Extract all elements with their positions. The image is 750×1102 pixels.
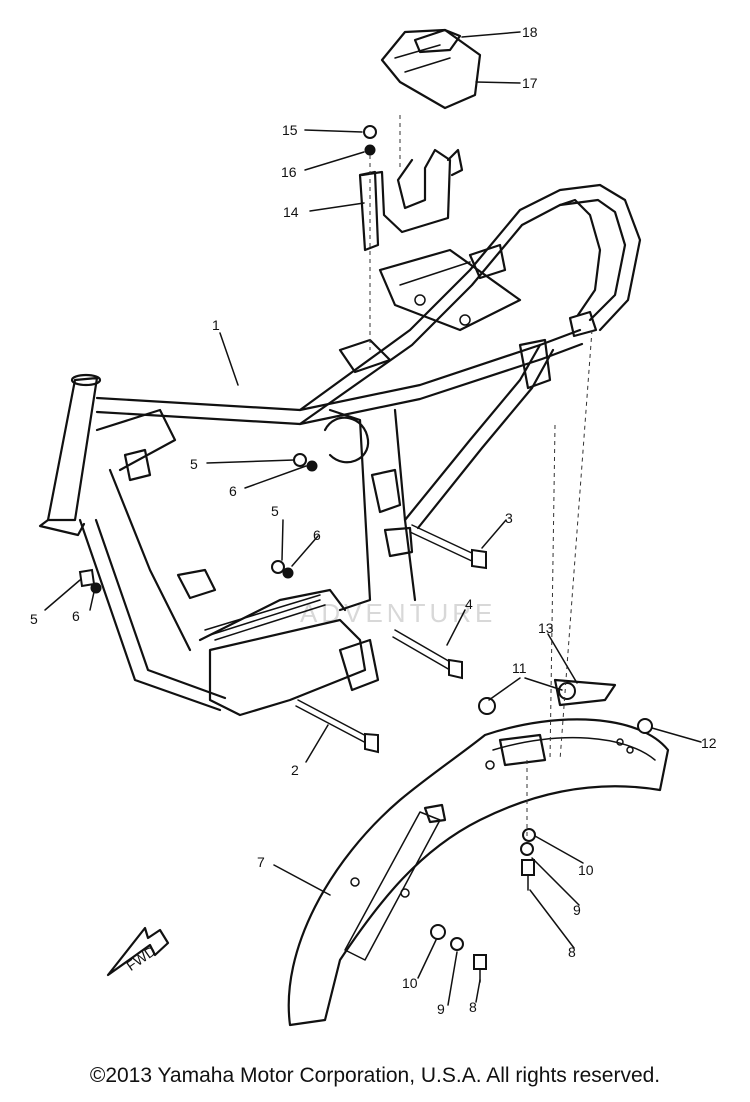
leader-lines <box>44 31 702 1006</box>
watermark: ADVENTURE <box>300 598 496 628</box>
seat-pad-drawing <box>380 28 482 110</box>
callout-4: 4 <box>465 596 473 612</box>
callout-10-a: 10 <box>578 862 594 878</box>
battery-box-drawing <box>358 148 464 252</box>
callout-17: 17 <box>522 75 538 91</box>
hardware-drawing <box>78 125 653 983</box>
callout-5-b: 5 <box>271 503 279 519</box>
callout-5-c: 5 <box>30 611 38 627</box>
callout-3: 3 <box>505 510 513 526</box>
callout-15: 15 <box>282 122 298 138</box>
callout-18: 18 <box>522 24 538 40</box>
copyright-notice: ©2013 Yamaha Motor Corporation, U.S.A. A… <box>89 1064 661 1087</box>
callout-16: 16 <box>281 164 297 180</box>
bolts-drawing <box>295 524 487 754</box>
frame-drawing <box>38 183 642 717</box>
callout-1: 1 <box>212 317 220 333</box>
rear-fender-drawing <box>287 678 670 1027</box>
callout-10-b: 10 <box>402 975 418 991</box>
callout-7: 7 <box>257 854 265 870</box>
callout-13: 13 <box>538 620 554 636</box>
frame-parts-diagram: ADVENTURE <box>30 24 717 1027</box>
callout-5-a: 5 <box>190 456 198 472</box>
callout-labels: 1 2 3 4 5 5 5 6 6 6 7 8 8 9 9 10 10 11 1… <box>30 24 717 1017</box>
callout-12: 12 <box>701 735 717 751</box>
fwd-arrow: FWD <box>106 926 170 977</box>
callout-8-a: 8 <box>568 944 576 960</box>
callout-8-b: 8 <box>469 999 477 1015</box>
assembly-lines <box>369 115 593 840</box>
callout-6-a: 6 <box>229 483 237 499</box>
callout-9-b: 9 <box>437 1001 445 1017</box>
callout-11: 11 <box>512 660 527 676</box>
callout-2: 2 <box>291 762 299 778</box>
callout-14: 14 <box>283 204 299 220</box>
callout-6-b: 6 <box>313 527 321 543</box>
callout-9-a: 9 <box>573 902 581 918</box>
callout-6-c: 6 <box>72 608 80 624</box>
